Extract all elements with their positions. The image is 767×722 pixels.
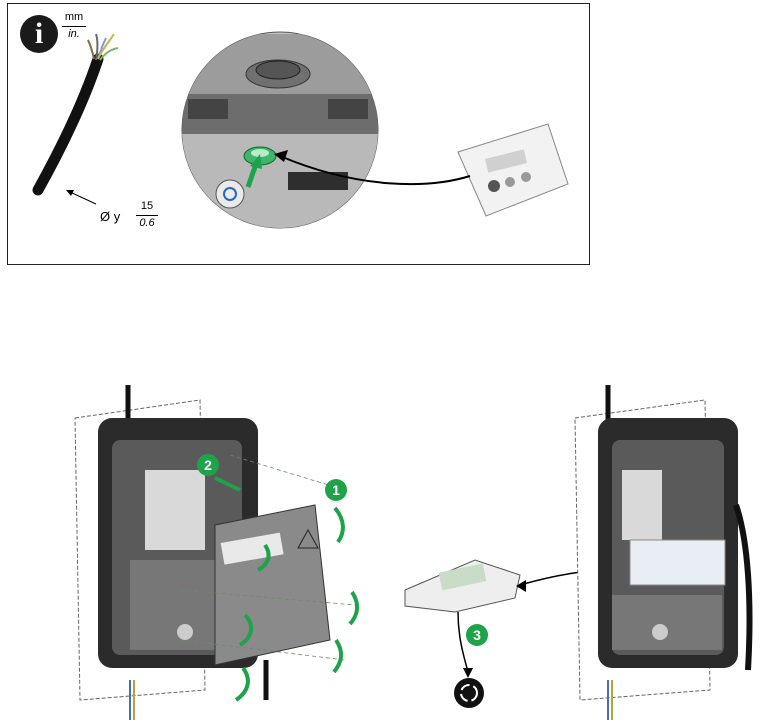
unit-fraction-bar bbox=[62, 26, 86, 27]
cable-icon bbox=[32, 33, 119, 196]
charger-open-icon bbox=[574, 385, 753, 720]
recycle-icon bbox=[454, 678, 484, 708]
cover-icon bbox=[214, 504, 331, 666]
unit-in: in. bbox=[68, 28, 80, 40]
step-1-badge: 1 bbox=[325, 479, 347, 501]
removed-part bbox=[404, 559, 521, 613]
cable-and-gland-illustration bbox=[32, 31, 569, 229]
diameter-mm: 15 bbox=[140, 200, 154, 212]
diameter-in: 0.6 bbox=[139, 217, 155, 229]
arrow-icon bbox=[214, 476, 359, 702]
info-panel: i mm in. bbox=[7, 3, 590, 265]
step-2-badge: 2 bbox=[197, 454, 219, 476]
accessory-bag-icon bbox=[457, 123, 569, 217]
diameter-fraction-bar bbox=[136, 215, 158, 216]
step-3-badge: 3 bbox=[466, 624, 488, 646]
diameter-label: Ø y bbox=[100, 209, 121, 224]
unit-mm: mm bbox=[64, 11, 84, 23]
info-icon: i bbox=[20, 15, 58, 53]
